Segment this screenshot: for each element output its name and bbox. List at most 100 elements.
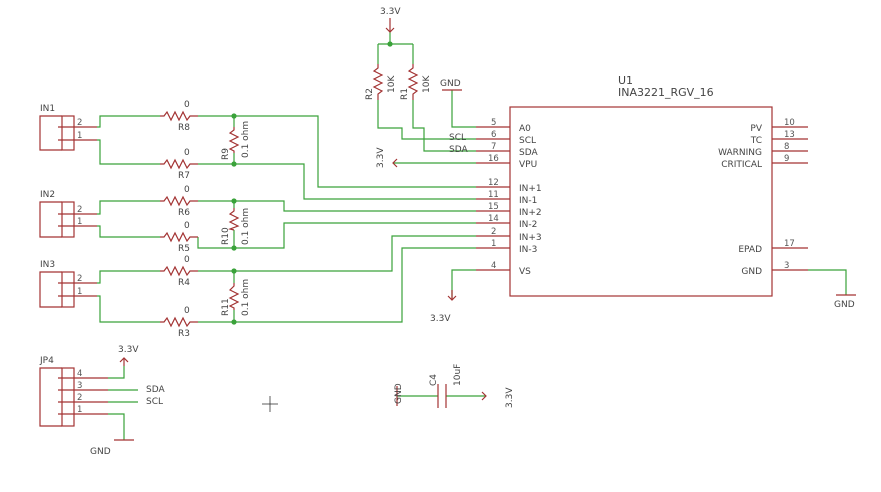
r1-ref: R1 (400, 88, 410, 100)
r3-ref: R3 (178, 329, 190, 339)
in2-pin2: 2 (77, 205, 82, 215)
jp4-pin1: 1 (77, 405, 82, 415)
resistor-r3[interactable]: 0 R3 (160, 306, 198, 339)
u1-pin-vs: VS (519, 267, 531, 277)
jp4-pin2: 2 (77, 393, 82, 403)
u1-right-pins: 10 PV 13 TC 8 WARNING 9 CRITICAL 17 EPAD… (718, 118, 808, 277)
jp4-scl-label: SCL (146, 397, 163, 407)
u1-value: INA3221_RGV_16 (618, 86, 714, 99)
r11-value: 0.1 ohm (241, 279, 251, 316)
in2-ref: IN2 (40, 190, 55, 200)
u1-pin3-num: 3 (784, 261, 789, 271)
gnd-label-c4: GND (394, 383, 404, 404)
u1-pin12-num: 12 (488, 178, 499, 188)
jp4-sda-label: SDA (146, 385, 165, 395)
u1-pin9-num: 9 (784, 154, 789, 164)
connector-in1[interactable]: IN1 2 1 (39, 104, 97, 151)
resistor-r6[interactable]: 0 R6 (160, 185, 198, 218)
u1-pin-tc: TC (750, 136, 762, 146)
u1-pin-vpu: VPU (519, 160, 537, 170)
u1-pin-inn3: IN-3 (519, 245, 537, 255)
r10-ref: R10 (221, 227, 231, 245)
u1-pin-scl: SCL (519, 136, 536, 146)
in1-pin2: 2 (77, 118, 82, 128)
u1-pin8-num: 8 (784, 142, 789, 152)
u1-pin-inn2: IN-2 (519, 220, 537, 230)
vcc-label-jp4: 3.3V (118, 345, 139, 355)
r3-value: 0 (184, 306, 190, 316)
u1-pin13-num: 13 (784, 130, 795, 140)
vcc-label-vs: 3.3V (430, 314, 451, 324)
r9-ref: R9 (221, 148, 231, 160)
capacitor-c4[interactable]: C4 10uF (429, 364, 463, 408)
ic-u1[interactable]: U1 INA3221_RGV_16 5 A0 6 SCL 7 SDA 16 VP… (476, 74, 808, 297)
r11-ref: R11 (221, 298, 231, 316)
vcc-label-top: 3.3V (380, 7, 401, 17)
r8-value: 0 (184, 100, 190, 110)
jp4-ref: JP4 (39, 356, 54, 366)
u1-pin16-num: 16 (488, 154, 499, 164)
u1-pin-inp3: IN+3 (519, 233, 542, 243)
r2-value: 10K (387, 75, 397, 93)
resistor-r5[interactable]: 0 R5 (160, 221, 198, 254)
r1-value: 10K (422, 75, 432, 93)
gnd-label-right: GND (834, 300, 855, 310)
in2-pin1: 1 (77, 217, 82, 227)
c4-value: 10uF (453, 364, 463, 386)
resistor-r11[interactable]: R11 0.1 ohm (221, 279, 251, 316)
u1-pin-sda: SDA (519, 148, 538, 158)
r7-ref: R7 (178, 171, 190, 181)
u1-body (509, 106, 773, 297)
r8-ref: R8 (178, 123, 190, 133)
resistor-r10[interactable]: R10 0.1 ohm (221, 208, 251, 245)
u1-pin-gnd: GND (741, 267, 762, 277)
u1-pin10-num: 10 (784, 118, 795, 128)
u1-pin11-num: 11 (488, 190, 499, 200)
resistor-r8[interactable]: 0 R8 (160, 100, 198, 133)
u1-pin6-num: 6 (491, 130, 496, 140)
vcc-label-c4: 3.3V (505, 387, 515, 408)
u1-pin-critical: CRITICAL (721, 160, 762, 170)
gnd-label-jp4: GND (90, 447, 111, 457)
u1-left-pins: 5 A0 6 SCL 7 SDA 16 VPU 12 IN+1 11 IN-1 … (476, 118, 542, 277)
u1-pin14-num: 14 (488, 214, 499, 224)
r5-ref: R5 (178, 244, 190, 254)
gnd-label-a0: GND (440, 79, 461, 89)
r6-ref: R6 (178, 208, 190, 218)
u1-pin-pv: PV (750, 124, 762, 134)
origin-crosshair-icon (262, 396, 278, 412)
u1-pin-a0: A0 (519, 124, 531, 134)
vcc-label-vpu: 3.3V (376, 147, 386, 168)
net-wires (97, 32, 847, 440)
u1-pin-inp1: IN+1 (519, 184, 542, 194)
u1-pin2-num: 2 (491, 227, 496, 237)
u1-pin1-num: 1 (491, 239, 496, 249)
r5-value: 0 (184, 221, 190, 231)
c4-ref: C4 (429, 374, 439, 386)
r4-value: 0 (184, 255, 190, 265)
r7-value: 0 (184, 148, 190, 158)
r2-ref: R2 (365, 88, 375, 100)
power-symbols: 3.3V GND 3.3V 3.3V GND 3.3V GND GND 3.3V (90, 7, 856, 457)
resistor-r9[interactable]: R9 0.1 ohm (221, 121, 251, 160)
resistor-r2[interactable]: R2 10K (365, 64, 397, 100)
u1-pin-epad: EPAD (738, 245, 762, 255)
u1-pin5-num: 5 (491, 118, 496, 128)
net-label-sda: SDA (449, 145, 468, 155)
resistor-r7[interactable]: 0 R7 (160, 148, 198, 181)
u1-pin-inp2: IN+2 (519, 208, 542, 218)
connector-in3[interactable]: IN3 2 1 (39, 260, 97, 308)
u1-pin7-num: 7 (491, 142, 496, 152)
in3-pin2: 2 (77, 274, 82, 284)
resistor-r1[interactable]: R1 10K (400, 64, 432, 100)
u1-ref: U1 (618, 74, 633, 87)
u1-pin-inn1: IN-1 (519, 196, 537, 206)
in3-ref: IN3 (40, 260, 55, 270)
connector-in2[interactable]: IN2 2 1 (39, 190, 97, 238)
resistor-r4[interactable]: 0 R4 (160, 255, 198, 288)
r6-value: 0 (184, 185, 190, 195)
r4-ref: R4 (178, 278, 190, 288)
connector-jp4[interactable]: JP4 4 3 2 1 SDA SCL (39, 356, 165, 427)
jp4-pin3: 3 (77, 381, 82, 391)
